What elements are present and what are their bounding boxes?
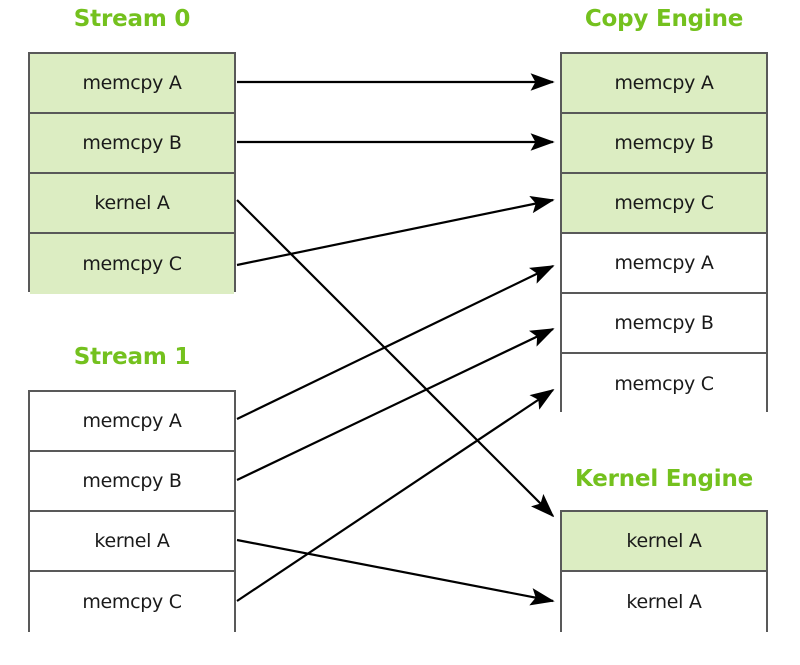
queue-row-kernel-engine-1[interactable]: kernel A bbox=[562, 572, 766, 632]
arrow-stream1-memcpyA-to-copyengine-memcpyA2 bbox=[236, 265, 555, 420]
queue-row-label: kernel A bbox=[94, 192, 170, 214]
queue-row-label: memcpy A bbox=[614, 72, 714, 94]
queue-row-copy-engine-5[interactable]: memcpy C bbox=[562, 354, 766, 414]
arrow-stream0-kernelA-to-kernelengine-row1 bbox=[236, 199, 555, 518]
queue-stream0: memcpy A memcpy B kernel A memcpy C bbox=[28, 52, 236, 294]
queue-row-label: memcpy A bbox=[82, 410, 182, 432]
queue-row-label: memcpy B bbox=[82, 470, 182, 492]
queue-row-stream1-2[interactable]: kernel A bbox=[30, 512, 234, 572]
arrow-stream1-kernelA-to-kernelengine-row2 bbox=[236, 538, 555, 606]
queue-row-stream0-3[interactable]: memcpy C bbox=[30, 234, 234, 294]
arrow-stream0-memcpyC-to-copyengine-memcpyC bbox=[236, 195, 555, 267]
queue-row-label: memcpy C bbox=[82, 591, 182, 613]
queue-row-label: memcpy B bbox=[614, 132, 714, 154]
queue-row-label: kernel A bbox=[94, 530, 170, 552]
queue-row-label: memcpy B bbox=[82, 132, 182, 154]
arrow-stream1-memcpyB-to-copyengine-memcpyB2 bbox=[236, 328, 555, 481]
queue-row-label: memcpy B bbox=[614, 312, 714, 334]
column-title-kernel-engine: Kernel Engine bbox=[574, 466, 754, 492]
queue-row-stream0-0[interactable]: memcpy A bbox=[30, 54, 234, 114]
queue-kernel-engine: kernel A kernel A bbox=[560, 510, 768, 632]
column-title-stream1: Stream 1 bbox=[73, 344, 191, 370]
queue-row-label: memcpy C bbox=[614, 373, 714, 395]
queue-stream1: memcpy A memcpy B kernel A memcpy C bbox=[28, 390, 236, 632]
queue-row-stream0-1[interactable]: memcpy B bbox=[30, 114, 234, 174]
queue-row-copy-engine-3[interactable]: memcpy A bbox=[562, 234, 766, 294]
queue-row-label: memcpy A bbox=[82, 72, 182, 94]
queue-row-kernel-engine-0[interactable]: kernel A bbox=[562, 512, 766, 572]
queue-row-stream0-2[interactable]: kernel A bbox=[30, 174, 234, 234]
queue-row-label: memcpy A bbox=[614, 252, 714, 274]
queue-row-stream1-0[interactable]: memcpy A bbox=[30, 392, 234, 452]
arrow-stream1-memcpyC-to-copyengine-memcpyC2 bbox=[236, 389, 555, 602]
queue-row-copy-engine-0[interactable]: memcpy A bbox=[562, 54, 766, 114]
queue-row-stream1-1[interactable]: memcpy B bbox=[30, 452, 234, 512]
queue-row-copy-engine-2[interactable]: memcpy C bbox=[562, 174, 766, 234]
column-title-copy-engine: Copy Engine bbox=[584, 6, 744, 32]
queue-row-label: memcpy C bbox=[614, 192, 714, 214]
queue-row-copy-engine-4[interactable]: memcpy B bbox=[562, 294, 766, 354]
queue-row-stream1-3[interactable]: memcpy C bbox=[30, 572, 234, 632]
queue-copy-engine: memcpy A memcpy B memcpy C memcpy A memc… bbox=[560, 52, 768, 414]
queue-row-label: kernel A bbox=[626, 591, 702, 613]
column-title-stream0: Stream 0 bbox=[73, 6, 191, 32]
queue-row-copy-engine-1[interactable]: memcpy B bbox=[562, 114, 766, 174]
queue-row-label: memcpy C bbox=[82, 253, 182, 275]
queue-row-label: kernel A bbox=[626, 530, 702, 552]
